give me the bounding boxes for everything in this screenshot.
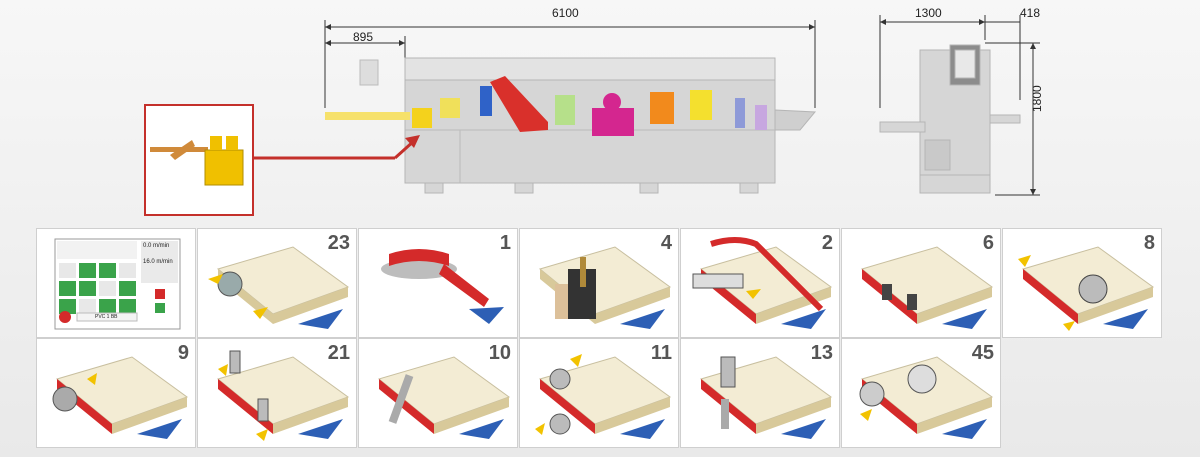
process-tile-fine-trim: 21 — [197, 338, 357, 448]
speed-setpoint: 16.0 m/min — [143, 259, 173, 265]
pressure-illustration — [860, 246, 994, 329]
process-tile-scraper: 10 — [358, 338, 518, 448]
process-step-number: 2 — [821, 232, 833, 254]
control-panel-illustration — [54, 238, 181, 330]
process-step-number: 10 — [488, 342, 511, 364]
process-tile-end-trim: 8 — [1002, 228, 1162, 338]
dimension-depth: 1300 — [915, 6, 942, 20]
process-tile-edge-roll: 1 — [358, 228, 518, 338]
scraper-illustration — [377, 356, 511, 439]
process-step-number: 23 — [327, 232, 350, 254]
edge-roll-illustration — [381, 249, 504, 324]
process-step-number: 9 — [177, 342, 189, 364]
process-tile-edge-feed: 2 — [680, 228, 840, 338]
process-tile-corner-round: 11 — [519, 338, 679, 448]
process-step-number: 45 — [971, 342, 994, 364]
dimension-overall-length: 6100 — [552, 6, 579, 20]
dimension-side: 418 — [1020, 6, 1041, 20]
glue-unit-illustration — [538, 246, 672, 329]
process-step-number: 21 — [327, 342, 350, 364]
polishing-illustration — [859, 356, 994, 439]
process-tile-pre-milling: 23 — [197, 228, 357, 338]
fine-trim-illustration — [216, 350, 350, 441]
process-tile-pressure: 6 — [841, 228, 1001, 338]
pre-milling-illustration — [208, 246, 350, 329]
process-tile-glue-unit: 4 — [519, 228, 679, 338]
edge-feed-illustration — [692, 237, 833, 329]
process-tile-rough-trim: 9 — [36, 338, 196, 448]
speed-readout: 0.0 m/min — [143, 243, 170, 249]
process-step-number: 13 — [810, 342, 833, 364]
machine-layout-drawing — [144, 15, 1040, 216]
process-tile-polishing: 45 — [841, 338, 1001, 448]
end-trim-illustration — [1018, 246, 1155, 331]
program-name: PVC 1 BB — [95, 314, 118, 320]
process-step-number: 6 — [982, 232, 994, 254]
glue-scraper-illustration — [699, 356, 833, 439]
dimension-height: 1800 — [1030, 85, 1044, 112]
corner-round-illustration — [535, 354, 672, 439]
process-step-number: 8 — [1143, 232, 1155, 254]
dimension-infeed: 895 — [353, 30, 374, 44]
process-tile-glue-scraper: 13 — [680, 338, 840, 448]
process-step-number: 11 — [650, 342, 672, 364]
rough-trim-illustration — [52, 356, 189, 439]
process-step-number: 4 — [660, 232, 672, 254]
process-step-number: 1 — [499, 232, 511, 254]
